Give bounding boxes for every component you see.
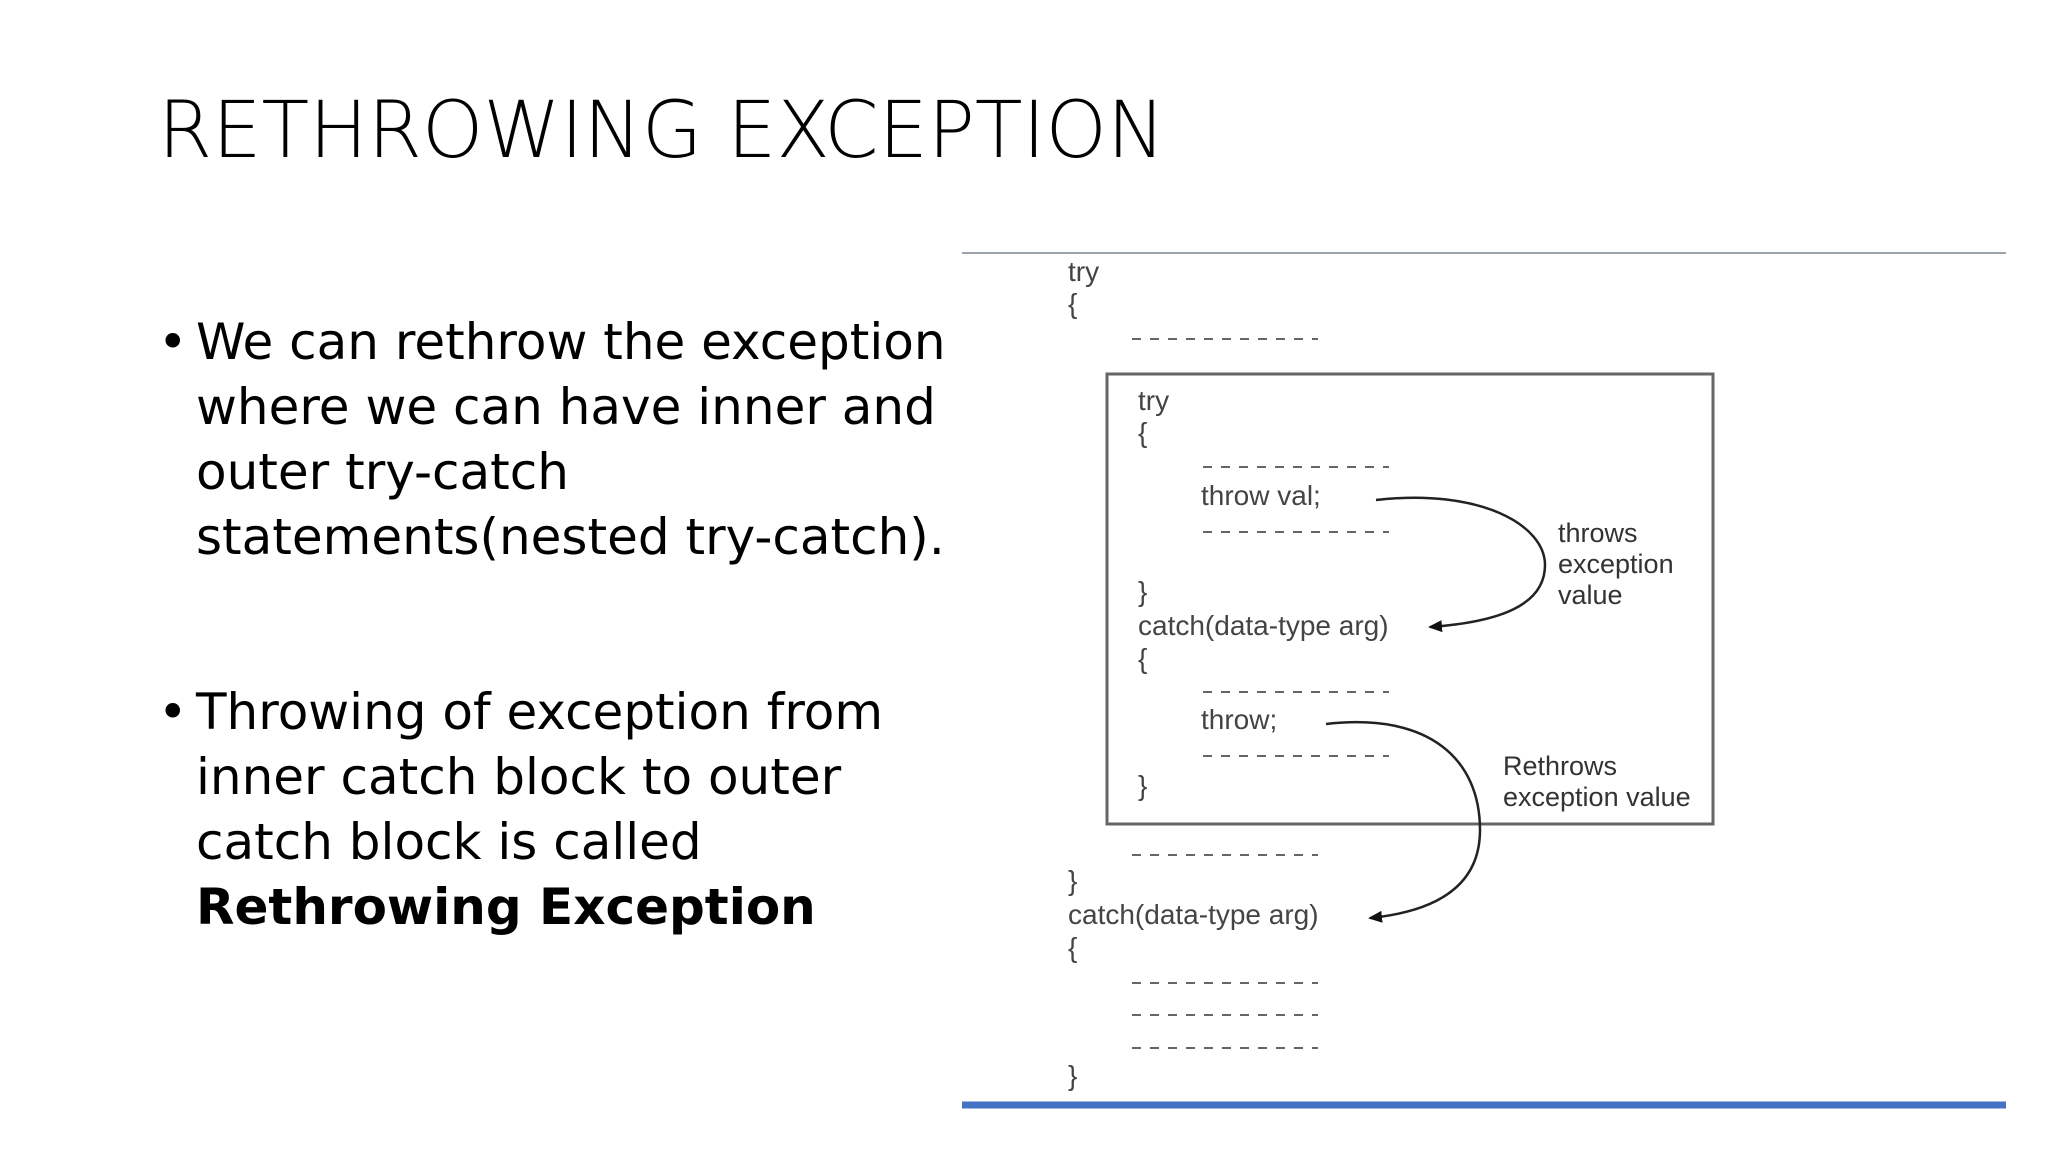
bullet-text-2-bold: Rethrowing Exception: [196, 878, 816, 936]
inner-try-box: [1105, 372, 1715, 826]
slide-title: RETHROWING EXCEPTION: [158, 86, 1166, 176]
rethrows-note-line-1: Rethrows: [1503, 751, 1617, 781]
outer-catch-statement: catch(data-type arg): [1068, 899, 1319, 930]
throws-note-line-2: exception: [1558, 549, 1674, 579]
inner-catch-open-brace: {: [1138, 643, 1147, 674]
outer-close-brace: }: [1068, 865, 1077, 896]
inner-close-brace: }: [1138, 576, 1147, 607]
outer-open-brace: {: [1068, 288, 1077, 319]
bullet-text-1: We can rethrow the exception where we ca…: [196, 313, 946, 566]
throw-arrow: [1375, 496, 1547, 633]
inner-try-keyword: try: [1138, 385, 1169, 416]
outer-try-keyword: try: [1068, 256, 1099, 287]
inner-catch-close-brace: }: [1138, 770, 1147, 801]
bullet-dot-icon: •: [158, 313, 188, 371]
rethrow-statement: throw;: [1201, 704, 1277, 735]
inner-catch-statement: catch(data-type arg): [1138, 610, 1389, 641]
throw-val-statement: throw val;: [1201, 480, 1321, 511]
throws-note-line-1: throws: [1558, 518, 1638, 548]
bullet-dot-icon: •: [158, 683, 188, 741]
throws-note-line-3: value: [1558, 580, 1623, 610]
rethrows-note-line-2: exception value: [1503, 782, 1691, 812]
final-close-brace: }: [1068, 1060, 1077, 1091]
bullet-text-2: Throwing of exception from inner catch b…: [196, 683, 884, 871]
bullet-item-1: • We can rethrow the exception where we …: [158, 310, 958, 570]
inner-open-brace: {: [1138, 417, 1147, 448]
bullet-item-2: • Throwing of exception from inner catch…: [158, 680, 954, 940]
outer-catch-open-brace: {: [1068, 932, 1077, 963]
rethrow-arrow: [1325, 720, 1482, 923]
bullet-list: • We can rethrow the exception where we …: [158, 310, 958, 940]
